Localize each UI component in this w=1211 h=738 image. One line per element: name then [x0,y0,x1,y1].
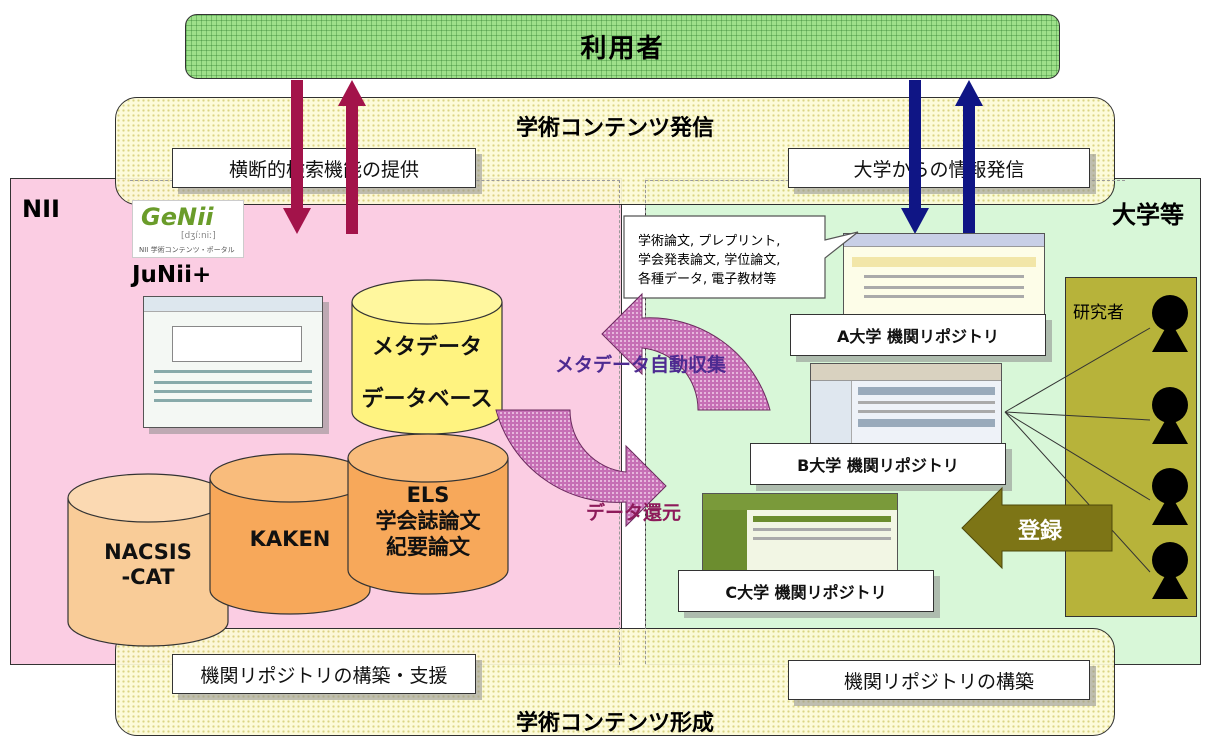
nii-up-arrow [338,80,366,234]
content-types-line-2: 学会発表論文, 学位論文, [638,253,781,268]
users-label: 利用者 [580,34,665,64]
genii-logo: GeNii [dʒí:niː] NII 学術コンテンツ・ポータル [132,200,244,258]
metadata-db-label: メタデータ データベース [360,322,494,426]
nii-label: NII [22,195,60,223]
formation-title: 学術コンテンツ形成 [515,711,714,736]
repo-support-box: 機関リポジトリの構築・支援 [172,654,476,694]
harvest-arrow [601,292,771,411]
els-cylinder [347,433,509,595]
repo-c-label: C大学 機関リポジトリ [678,570,934,612]
register-arrow [961,486,1113,570]
repo-b-label: B大学 機関リポジトリ [750,443,1006,485]
content-types-callout-shape [623,215,859,299]
content-types-line-1: 学術論文, プレプリント, [638,234,781,249]
metadata-db-cylinder [351,279,503,435]
dissemination-title: 学術コンテンツ発信 [515,116,714,141]
researcher-icon [1152,387,1188,444]
info-dissemination-box: 大学からの情報発信 [788,148,1090,188]
university-label: 大学等 [1112,201,1184,229]
harvest-label: メタデータ自動収集 [555,354,727,376]
return-arrow [495,409,667,528]
repo-a-screenshot [843,233,1045,325]
univ-down-arrow [901,80,929,234]
cross-search-box: 横断的検索機能の提供 [172,148,476,188]
nacsis-label: NACSIS -CAT [78,540,218,590]
kaken-label: KAKEN [249,527,331,551]
nii-down-arrow [283,80,311,234]
repo-a-label: A大学 機関リポジトリ [790,314,1046,356]
repo-build-box: 機関リポジトリの構築 [788,660,1090,700]
kaken-cylinder [209,453,371,615]
content-types-line-3: 各種データ, 電子教材等 [638,272,777,287]
junii-screenshot [143,296,323,428]
metadata-db-line-2: データベース [361,387,493,412]
junii-label: JuNii+ [132,262,212,288]
researcher-links [1004,327,1151,573]
nacsis-line-2: -CAT [121,565,175,589]
metadata-db-line-1: メタデータ [371,335,482,360]
nacsis-cylinder [67,473,229,647]
users-bar: 利用者 [185,14,1060,79]
els-label: ELS 学会誌論文 紀要論文 [358,482,498,560]
genii-logo-sub: [dʒí:niː] [181,231,216,241]
els-line-3: 紀要論文 [386,535,470,559]
nacsis-line-1: NACSIS [104,540,192,564]
researcher-icon [1152,295,1188,352]
researcher-label: 研究者 [1073,303,1124,323]
return-label: データ還元 [586,502,682,524]
genii-logo-caption: NII 学術コンテンツ・ポータル [139,246,235,254]
researcher-icon [1152,542,1188,599]
els-line-2: 学会誌論文 [375,509,481,533]
univ-up-arrow [955,80,983,234]
genii-logo-text: GeNii [141,203,214,231]
register-label: 登録 [1018,519,1063,544]
researcher-icon [1152,468,1188,525]
els-line-1: ELS [406,483,450,507]
content-types-callout: 学術論文, プレプリント, 学会発表論文, 学位論文, 各種データ, 電子教材等 [638,232,828,289]
